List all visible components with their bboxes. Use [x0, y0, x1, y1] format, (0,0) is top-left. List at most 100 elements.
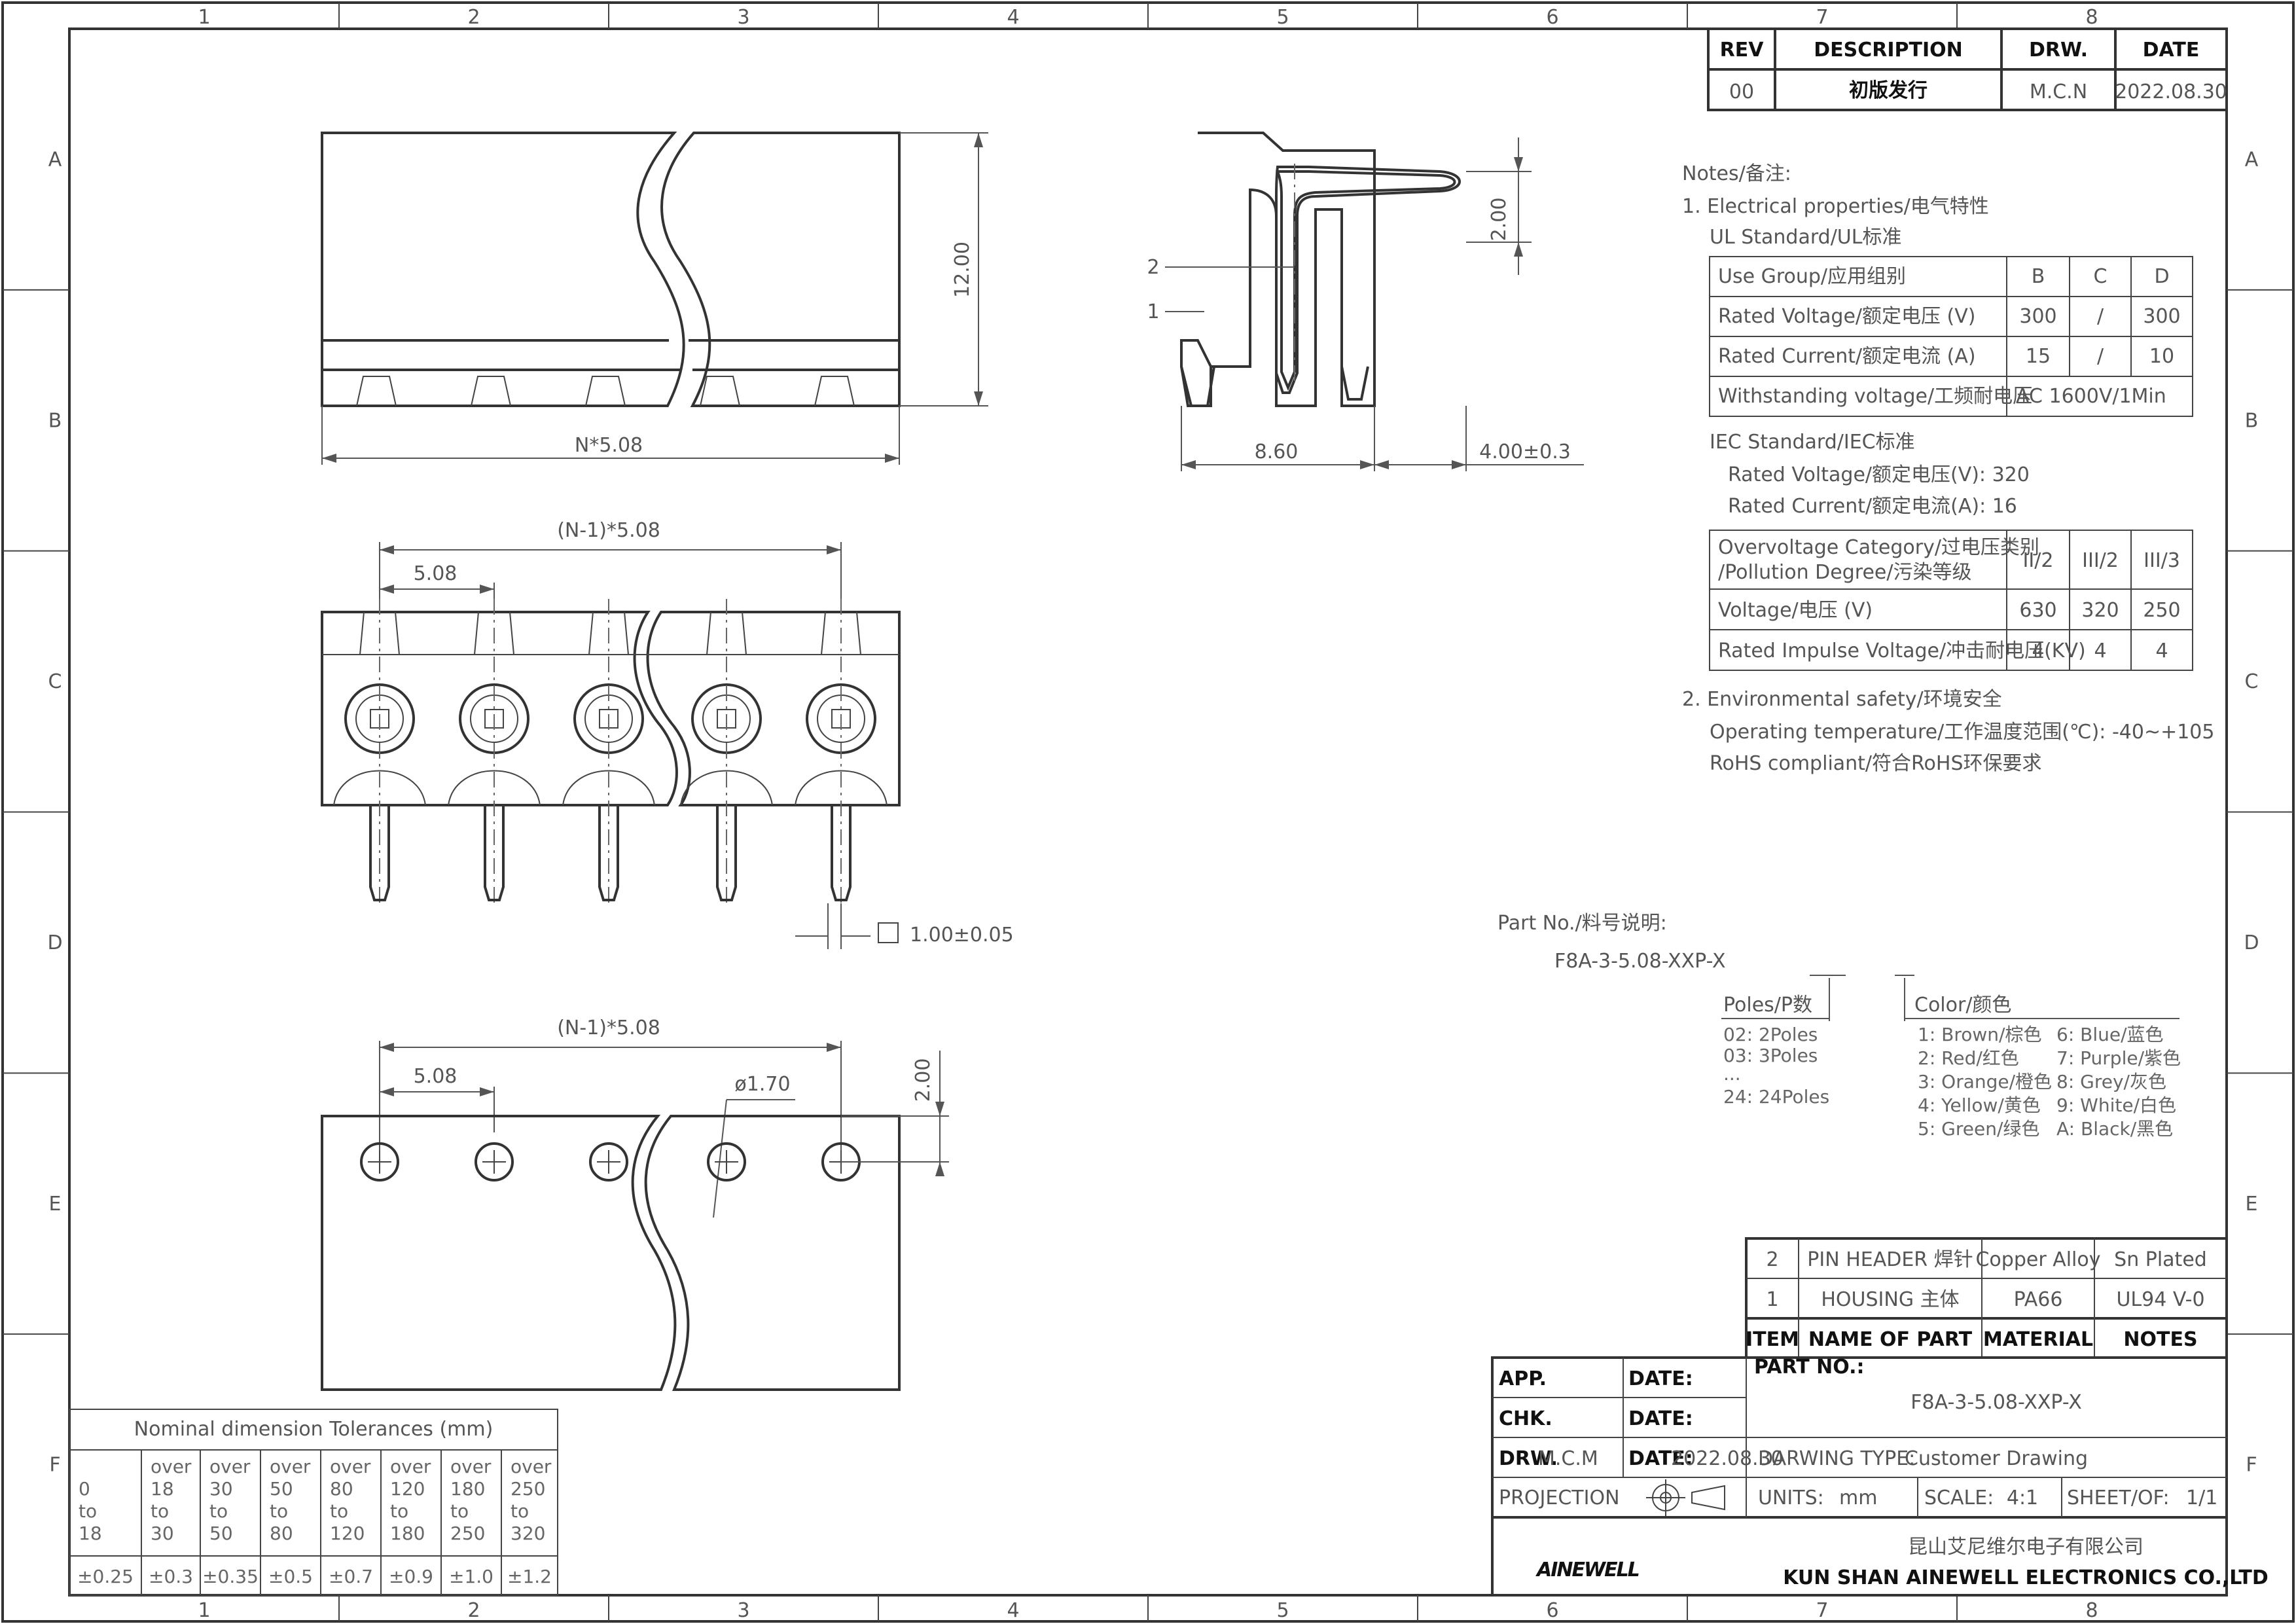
row-marker-left: B — [48, 409, 62, 432]
tb-scale-label: SCALE: — [1924, 1487, 1994, 1509]
tolerance-value: ±0.5 — [268, 1566, 313, 1587]
column-marker-top: 2 — [467, 6, 480, 29]
tolerance-value: ±1.0 — [449, 1566, 493, 1587]
front-view: (N-1)*5.08 5.08 1.00±0.05 — [321, 519, 1014, 949]
tolerance-range-to: to — [450, 1500, 469, 1522]
note-temperature: Operating temperature/工作温度范围(℃): -40~+10… — [1710, 721, 2214, 744]
bom-header-name: NAME OF PART — [1808, 1328, 1973, 1351]
row-marker-right: C — [2245, 670, 2259, 693]
dim-front-pitch: 5.08 — [414, 562, 457, 585]
pcb-hole — [707, 1142, 746, 1182]
dim-front-span: (N-1)*5.08 — [557, 519, 660, 542]
ul-r1-c0: Rated Voltage/额定电压 (V) — [1718, 305, 1975, 328]
tb-drawing-type: Customer Drawing — [1905, 1447, 2088, 1470]
bom-r1-c0: 1 — [1766, 1288, 1778, 1311]
color-option: 9: White/白色 — [2056, 1094, 2176, 1116]
column-marker-top: 5 — [1276, 6, 1289, 29]
tb-date-2: DATE: — [1628, 1407, 1693, 1430]
tolerance-range-over: over — [151, 1456, 192, 1477]
tb-part-no-label: PART NO.: — [1754, 1356, 1864, 1379]
tolerance-range-end: 18 — [79, 1523, 102, 1544]
tolerance-range-from: 0 — [79, 1478, 90, 1500]
drw-value: M.C.N — [2030, 81, 2087, 103]
dim-pcb-offset: 2.00 — [912, 1058, 935, 1102]
pin — [831, 805, 852, 901]
tb-date-value: 2022.08.30 — [1671, 1447, 1784, 1470]
column-marker-bottom: 1 — [198, 1599, 210, 1622]
tb-projection: PROJECTION — [1499, 1487, 1620, 1509]
pole-3: 24: 24Poles — [1723, 1086, 1829, 1108]
pcb-hole — [589, 1142, 628, 1182]
tolerance-range-over: over — [450, 1456, 492, 1477]
label-1: 1 — [1147, 300, 1159, 323]
projection-symbol-icon — [1646, 1479, 1725, 1516]
bom-r0-c2: Copper Alloy — [1975, 1248, 2100, 1271]
ul-r0-c1: B — [2032, 265, 2045, 288]
ul-r2-c1: 15 — [2026, 345, 2051, 368]
bom-r0-c0: 2 — [1766, 1248, 1778, 1271]
dim-pcb-pitch: 5.08 — [414, 1065, 457, 1088]
tolerance-value: ±0.35 — [202, 1566, 259, 1587]
column-marker-top: 6 — [1546, 6, 1558, 29]
row-marker-right: D — [2244, 931, 2259, 954]
tolerance-table: Nominal dimension Tolerances (mm) 0to18±… — [69, 1409, 558, 1596]
note-ul: UL Standard/UL标准 — [1710, 226, 1901, 249]
iec-r1-c2: 320 — [2081, 599, 2119, 622]
rev-value: 00 — [1729, 81, 1754, 103]
tolerance-range-from: 30 — [209, 1478, 233, 1500]
column-marker-top: 7 — [1816, 6, 1828, 29]
part-number-key: Part No./料号说明: F8A-3-5.08-XXP-X Poles/P数… — [1498, 912, 2181, 1140]
color-option: 3: Orange/橙色 — [1918, 1071, 2052, 1092]
bom-header-notes: NOTES — [2123, 1328, 2197, 1351]
ul-r2-c2: / — [2097, 345, 2104, 368]
tolerance-value: ±0.9 — [389, 1566, 433, 1587]
tolerance-range-to: to — [79, 1500, 97, 1522]
column-marker-bottom: 2 — [467, 1599, 480, 1622]
color-option: 6: Blue/蓝色 — [2056, 1024, 2164, 1045]
tolerance-range-to: to — [270, 1500, 288, 1522]
ul-r1-c2: / — [2097, 305, 2104, 328]
tb-units: mm — [1839, 1487, 1877, 1509]
color-option: 2: Red/红色 — [1918, 1047, 2019, 1069]
iec-r2-c1: 4 — [2032, 640, 2044, 662]
date-header: DATE — [2143, 39, 2200, 62]
tolerance-range-over: over — [270, 1456, 311, 1477]
column-marker-top: 3 — [737, 6, 749, 29]
column-marker-top: 1 — [198, 6, 210, 29]
tolerance-range-over: over — [390, 1456, 431, 1477]
tb-drw-name: M.C.M — [1538, 1447, 1598, 1470]
column-marker-bottom: 6 — [1546, 1599, 1558, 1622]
iec-header-1: Overvoltage Category/过电压类别 — [1718, 536, 2039, 559]
row-marker-left: C — [48, 670, 62, 693]
tb-chk: CHK. — [1499, 1407, 1552, 1430]
tb-date-1: DATE: — [1628, 1367, 1693, 1390]
dim-pin-square: 1.00±0.05 — [910, 924, 1014, 947]
note-iec-current: Rated Current/额定电流(A): 16 — [1728, 495, 2017, 518]
iec-r0-c1: III/2 — [2082, 549, 2119, 572]
tolerance-range-over: over — [209, 1456, 251, 1477]
pin — [484, 805, 505, 901]
dim-top-height: 12.00 — [951, 242, 974, 298]
ul-r2-c3: 10 — [2149, 345, 2174, 368]
iec-r2-c3: 4 — [2155, 640, 2168, 662]
bom-header-item: ITEM — [1746, 1328, 1799, 1351]
iec-r1-c3: 250 — [2143, 599, 2180, 622]
part-label: Part No./料号说明: — [1498, 912, 1667, 935]
tolerance-range-end: 50 — [209, 1523, 233, 1544]
color-option: A: Black/黑色 — [2056, 1118, 2173, 1140]
tolerance-range-to: to — [511, 1500, 529, 1522]
label-2: 2 — [1147, 256, 1159, 279]
ul-r3-c0: Withstanding voltage/工频耐电压 — [1718, 385, 2032, 408]
iec-r0-c0: II/2 — [2023, 549, 2054, 572]
tolerance-range-from: 18 — [151, 1478, 174, 1500]
ul-r0-c2: C — [2094, 265, 2108, 288]
description-header: DESCRIPTION — [1814, 39, 1963, 62]
tolerance-range-end: 120 — [330, 1523, 365, 1544]
tb-drawing-type-label: DARWING TYPE: — [1758, 1447, 1915, 1470]
row-marker-left: E — [49, 1193, 62, 1216]
iec-r2-c0: Rated Impulse Voltage/冲击耐电压(KV) — [1718, 640, 2086, 662]
color-option: 5: Green/绿色 — [1918, 1118, 2039, 1140]
column-marker-bottom: 3 — [737, 1599, 749, 1622]
ul-r2-c0: Rated Current/额定电流 (A) — [1718, 345, 1976, 368]
